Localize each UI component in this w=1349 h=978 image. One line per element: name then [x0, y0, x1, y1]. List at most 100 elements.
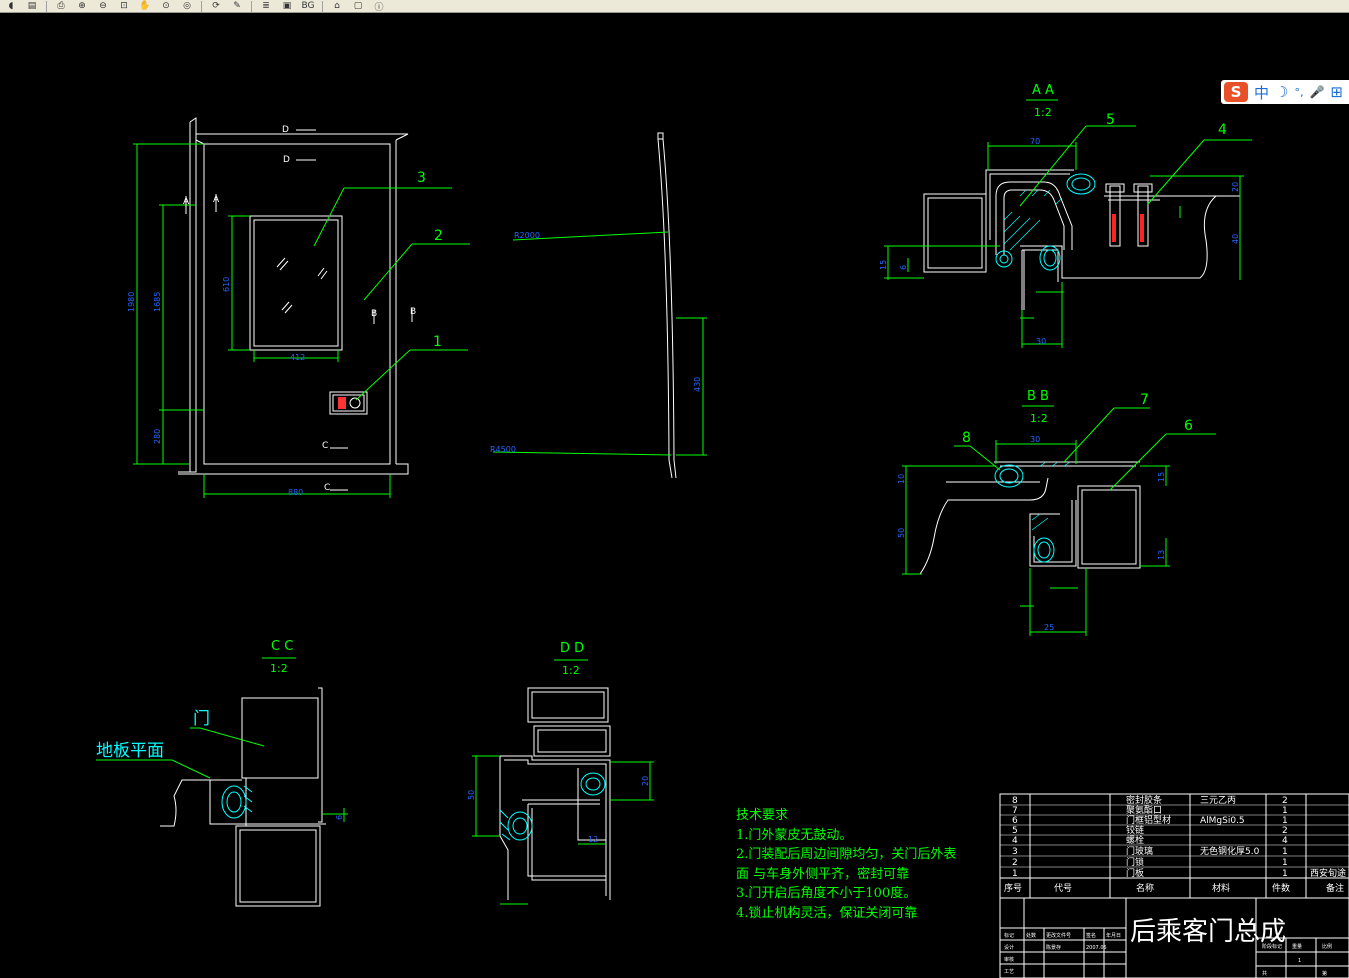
svg-text:陈景存: 陈景存	[1046, 944, 1061, 951]
svg-text:共: 共	[1262, 970, 1267, 977]
section-bb-hatch	[1031, 461, 1071, 531]
regen-icon[interactable]: ⟳	[212, 1, 220, 11]
zoom-out-icon[interactable]: ⊖	[99, 1, 107, 11]
svg-text:处数: 处数	[1026, 932, 1036, 939]
bom-cell-name: 密封胶条	[1126, 794, 1162, 806]
cc-door-label: 门	[193, 709, 210, 729]
zoom-window-icon[interactable]: ⊡	[120, 1, 128, 11]
bom-cell-qty: 1	[1282, 806, 1288, 816]
svg-text:1:2: 1:2	[1030, 412, 1048, 425]
zoom-in-icon[interactable]: ⊕	[78, 1, 86, 11]
svg-text:设计: 设计	[1004, 944, 1014, 951]
section-dd-dims	[472, 755, 654, 905]
svg-text:代号: 代号	[1054, 883, 1072, 894]
callout-2: 2	[434, 228, 443, 244]
layers-icon[interactable]: ≣	[262, 1, 270, 11]
section-mark-a-right: A	[213, 195, 220, 205]
lock-icon[interactable]: ▢	[353, 1, 363, 11]
bb-dim-left2: 50	[897, 528, 906, 538]
pan-icon[interactable]: ✋	[139, 1, 151, 11]
side-dim-label: 430	[693, 377, 702, 392]
section-aa-dims	[884, 125, 1252, 348]
aa-dim-bottom: 30	[1036, 337, 1046, 346]
cad-toolbar: ◖ ▤ ⎙ ⊕ ⊖ ⊡ ✋ ⊙ ◎ ⟳ ✎ ≣ ▣ BG ⌂ ▢ ⓘ	[0, 0, 1349, 13]
sogou-logo-icon[interactable]: S	[1224, 82, 1248, 102]
bom-cell-no: 5	[1012, 826, 1018, 836]
bb-dim-left1: 10	[897, 474, 906, 484]
ime-punctuation-button[interactable]: °,	[1294, 85, 1304, 99]
bb-dim-right1: 15	[1157, 472, 1166, 482]
bom-cell-qty: 2	[1282, 796, 1288, 806]
cc-floor-label: 地板平面	[96, 741, 164, 761]
svg-text:比例: 比例	[1322, 943, 1332, 950]
background-icon[interactable]: BG	[301, 1, 315, 11]
open-file-icon[interactable]: ▤	[27, 1, 37, 11]
section-mark-c-bottom: C	[324, 483, 330, 493]
section-bb-dims	[902, 407, 1216, 636]
bom-cell-qty: 2	[1282, 826, 1288, 836]
notes-title: 技术要求	[736, 808, 789, 823]
print-icon[interactable]: ⎙	[57, 1, 65, 11]
bom-cell-note: 西安旬途	[1310, 867, 1346, 879]
zoom-previous-icon[interactable]: ◎	[183, 1, 191, 11]
cad-drawing-canvas[interactable]: D D A A B B C C 3 2 1 1980 1685 610 412 …	[0, 14, 1349, 978]
bom-cell-material: 无色钢化厚5.0	[1200, 845, 1260, 857]
toolbar-separator	[46, 0, 47, 12]
snap-icon[interactable]: ⌂	[334, 1, 340, 11]
dim-window-height: 610	[222, 277, 231, 292]
section-marks	[185, 129, 413, 491]
bom-cell-name: 螺栓	[1126, 834, 1144, 846]
svg-text:年月日: 年月日	[1106, 932, 1121, 939]
bom-cell-name: 聚氨酯口	[1126, 804, 1162, 816]
section-bb-title: B B 1:2	[1022, 389, 1054, 425]
dim-width: 880	[288, 488, 303, 497]
notes-line: 1.门外蒙皮无鼓动。	[736, 827, 853, 843]
bom-cell-name: 门框铝型材	[1126, 814, 1171, 826]
section-aa-title: A A 1:2	[1026, 83, 1058, 119]
zoom-extents-icon[interactable]: ⊙	[162, 1, 170, 11]
ime-moon-icon[interactable]: ☽	[1275, 83, 1289, 101]
bom-headers: 序号 代号 名称 材料 件数 备注	[1004, 882, 1344, 894]
ime-mic-icon[interactable]: 🎤	[1309, 85, 1325, 99]
section-mark-c-mid: C	[322, 441, 328, 451]
arc-tool-icon[interactable]: ◖	[8, 1, 14, 11]
toolbar-separator	[251, 0, 252, 12]
ime-toolbox-icon[interactable]: ⊞	[1330, 83, 1343, 101]
technical-requirements: 技术要求 1.门外蒙皮无鼓动。 2.门装配后周边间隙均匀，关门后外表面 与车身外侧…	[736, 806, 956, 923]
front-view	[178, 117, 409, 475]
svg-text:备注: 备注	[1326, 882, 1344, 894]
dd-dim-bottom: 12	[588, 835, 598, 844]
aa-dim-right1: 20	[1231, 182, 1240, 192]
section-aa-hatch	[1003, 189, 1063, 251]
bom-cell-no: 4	[1012, 836, 1018, 846]
notes-line: 面 与车身外侧平齐，密封可靠	[736, 866, 910, 882]
ime-chinese-mode-button[interactable]: 中	[1254, 83, 1270, 102]
info-icon[interactable]: ⓘ	[374, 2, 384, 13]
callout-1: 1	[433, 334, 442, 350]
svg-text:标记: 标记	[1004, 932, 1014, 939]
svg-text:1:2: 1:2	[270, 662, 288, 675]
svg-text:件数: 件数	[1272, 882, 1290, 894]
cc-dim-label: 6	[335, 815, 344, 820]
section-cc-seal	[221, 785, 253, 819]
svg-text:重量: 重量	[1292, 943, 1302, 950]
section-dd-title: D D 1:2	[554, 641, 588, 677]
ime-status-bar[interactable]: S 中 ☽ °, 🎤 ⊞	[1221, 80, 1349, 104]
notes-line: 2.门装配后周边间隙均匀，关门后外表	[736, 847, 957, 862]
section-bb-seals	[994, 464, 1055, 563]
bom-cell-no: 7	[1012, 806, 1018, 816]
dd-dim-left: 50	[467, 790, 476, 800]
bom-cell-name: 门板	[1126, 867, 1144, 879]
paper-space-icon[interactable]: ▣	[282, 1, 292, 11]
properties-icon[interactable]: ✎	[233, 1, 241, 11]
notes-line: 3.门开启后角度不小于100度。	[736, 886, 917, 901]
bom-cell-qty: 4	[1282, 836, 1288, 846]
svg-text:D D: D D	[560, 641, 584, 656]
svg-text:签名: 签名	[1086, 932, 1096, 939]
callout-7: 7	[1140, 392, 1149, 408]
side-view-dims	[492, 231, 707, 456]
svg-text:1:2: 1:2	[562, 664, 580, 677]
svg-text:第: 第	[1322, 970, 1327, 977]
section-mark-b-right: B	[410, 307, 416, 317]
